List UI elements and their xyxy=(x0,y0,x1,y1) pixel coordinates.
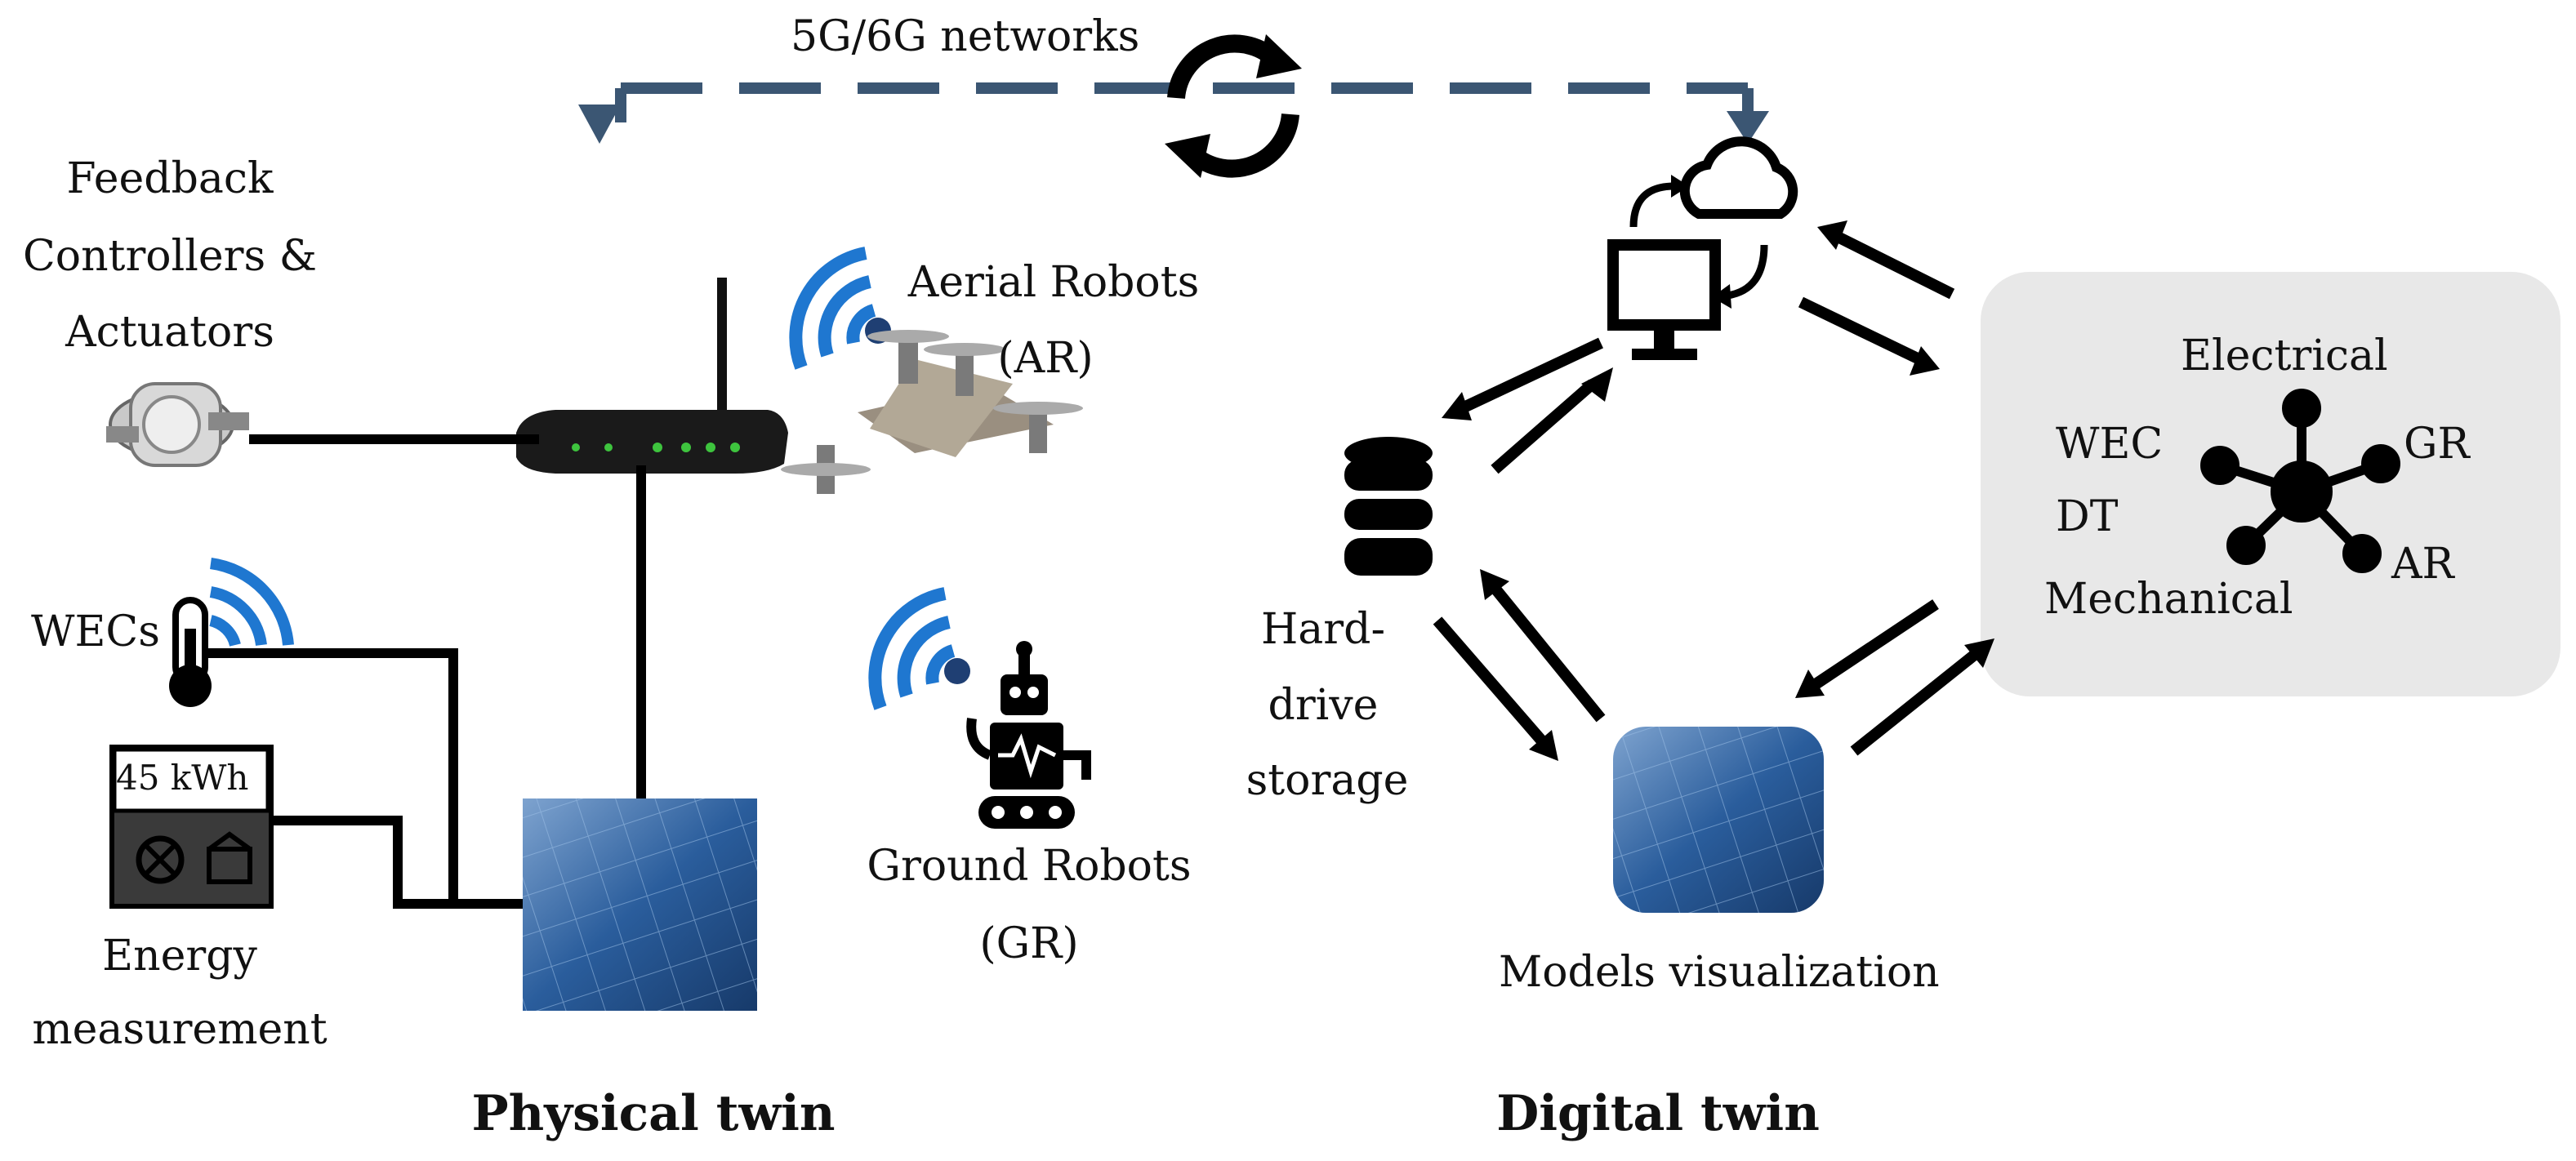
solar-panel-digital xyxy=(1613,727,1824,913)
network-link xyxy=(578,82,1769,144)
dt-panel-mechanical: Mechanical xyxy=(2044,575,2293,624)
actuator-icon xyxy=(106,382,249,467)
energy-label-line-2: measurement xyxy=(32,1005,328,1054)
network-arrow-left xyxy=(578,105,621,144)
dt-panel-electrical: Electrical xyxy=(2181,331,2388,380)
physical-twin-title: Physical twin xyxy=(471,1085,836,1142)
ground-label-line-1: Ground Robots xyxy=(867,842,1192,891)
dt-panel-gr: GR xyxy=(2404,420,2470,469)
wifi-node-ground xyxy=(944,658,970,684)
sync-icon xyxy=(1165,34,1302,178)
computer-icon xyxy=(1607,239,1721,360)
database-icon xyxy=(1344,437,1433,576)
cloud-icon xyxy=(1679,136,1798,219)
refresh-small-icon xyxy=(1629,175,1768,309)
bidirectional-arrows xyxy=(1433,220,1994,761)
ground-label-line-2: (GR) xyxy=(979,919,1079,968)
feedback-label-line-3: Actuators xyxy=(65,308,274,357)
feedback-label-line-1: Feedback xyxy=(66,154,274,203)
storage-label-line-3: storage xyxy=(1246,756,1409,805)
models-visualization-label: Models visualization xyxy=(1499,948,1940,997)
dt-panel-ar: AR xyxy=(2391,540,2454,589)
aerial-label-line-1: Aerial Robots xyxy=(907,258,1200,307)
storage-label-line-1: Hard- xyxy=(1260,605,1386,654)
aerial-label-line-2: (AR) xyxy=(997,334,1094,383)
storage-label-line-2: drive xyxy=(1268,681,1379,730)
meter-reading: 45 kWh xyxy=(116,758,249,798)
aerial-robot-icon xyxy=(781,330,1083,494)
router-icon xyxy=(516,278,788,474)
wecs-label: WECs xyxy=(31,607,160,656)
wifi-icon-aerial xyxy=(789,247,876,370)
dt-panel-wec: WEC xyxy=(2056,420,2164,469)
digital-twin-title: Digital twin xyxy=(1496,1085,1820,1142)
feedback-label-line-2: Controllers & xyxy=(22,232,318,281)
energy-meter-icon xyxy=(109,745,274,909)
solar-panel-physical xyxy=(523,798,757,1011)
physical-wiring xyxy=(196,434,646,909)
ground-robot-icon xyxy=(966,641,1091,829)
energy-label-line-1: Energy xyxy=(102,932,257,981)
network-label: 5G/6G networks xyxy=(791,12,1140,61)
network-arrow-right xyxy=(1727,111,1769,144)
wifi-icon-wecs xyxy=(209,558,294,647)
wifi-icon-ground xyxy=(868,587,956,710)
thermometer-icon xyxy=(169,597,212,707)
dt-panel-dt: DT xyxy=(2056,492,2119,541)
hub-icon xyxy=(2200,389,2400,573)
